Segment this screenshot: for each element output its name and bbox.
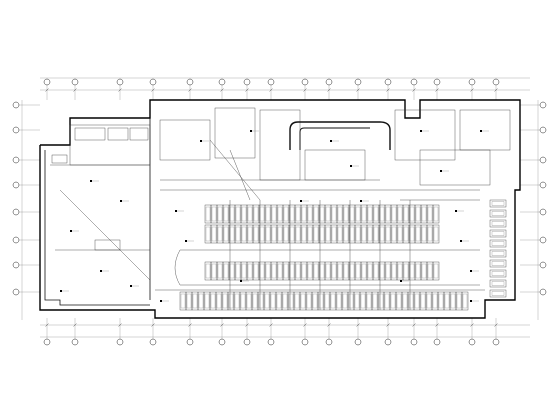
right-axis-bubbles <box>520 101 547 296</box>
top-axis-bubbles <box>43 78 500 100</box>
grid-axes <box>21 77 539 338</box>
annotation-marks <box>60 130 489 302</box>
mechanical-zone <box>159 107 511 201</box>
parking-area <box>179 200 469 311</box>
right-parking-column <box>489 199 507 298</box>
building-outline <box>39 99 521 319</box>
left-axis-bubbles <box>12 101 40 296</box>
left-room-zone <box>50 124 151 281</box>
dimension-ticks <box>45 88 498 327</box>
bottom-axis-bubbles <box>43 318 500 346</box>
driveway-lines <box>155 249 485 291</box>
